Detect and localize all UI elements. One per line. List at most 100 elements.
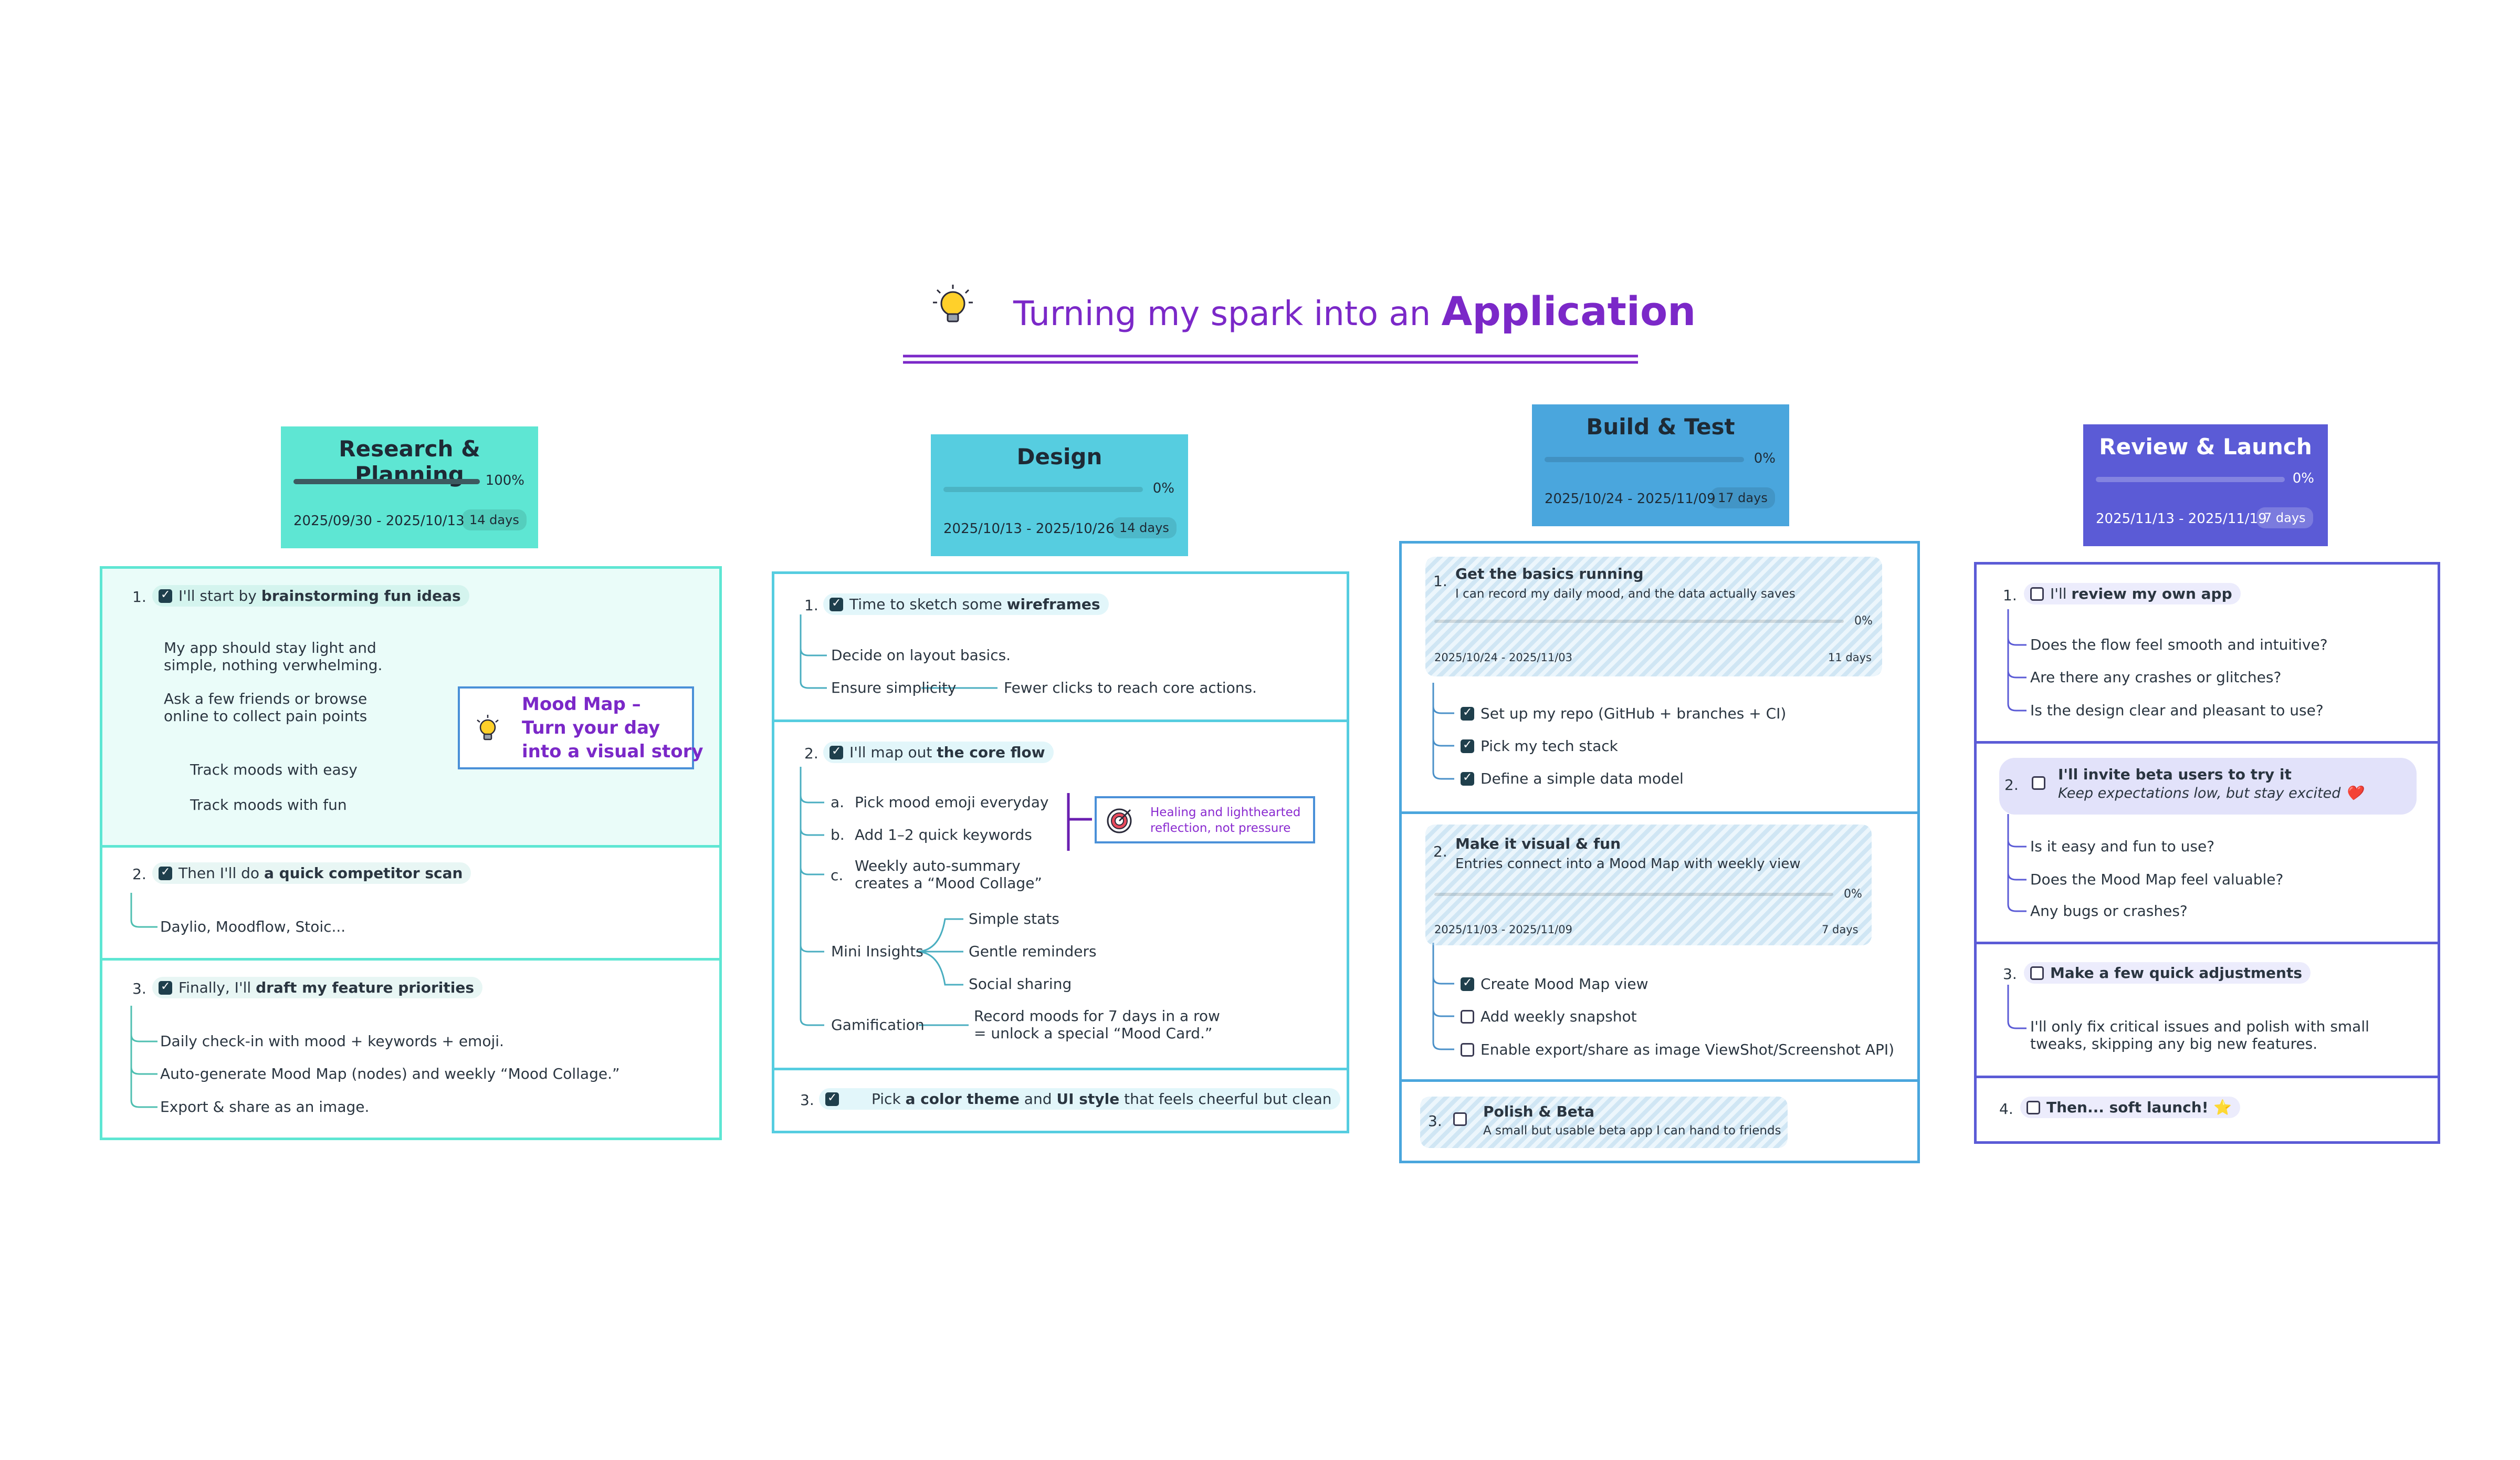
list-item: Auto-generate Mood Map (nodes) and weekl… xyxy=(160,1065,620,1082)
list-item: Gentle reminders xyxy=(969,943,1097,960)
task-quick-adjustments[interactable]: Make a few quick adjustments xyxy=(2024,962,2311,984)
list-marker: c. xyxy=(831,867,844,884)
checkbox-checked[interactable] xyxy=(830,597,843,611)
task-text: and xyxy=(1019,1090,1057,1108)
checkbox-checked[interactable] xyxy=(825,1091,839,1106)
checkbox-checked[interactable] xyxy=(159,588,172,603)
phase-name: Review & Launch xyxy=(2099,434,2312,460)
phase-days-badge: 17 days xyxy=(1710,487,1775,508)
list-item: Does the Mood Map feel valuable? xyxy=(2030,871,2284,888)
task-bold: draft my feature priorities xyxy=(256,979,475,996)
milestone-desc: A small but usable beta app I can hand t… xyxy=(1483,1124,1781,1138)
list-item: Does the flow feel smooth and intuitive? xyxy=(2030,636,2328,653)
task-beta-users[interactable] xyxy=(1999,758,2417,815)
list-item: My app should stay light and xyxy=(164,639,376,656)
list-item: = unlock a special “Mood Card.” xyxy=(974,1025,1213,1042)
task-bold: wireframes xyxy=(1006,596,1100,613)
task-bold: Make a few quick adjustments xyxy=(2050,964,2303,982)
phase-dates: 2025/10/24 - 2025/11/09 xyxy=(1545,491,1716,507)
task-text: I'll map out xyxy=(849,744,937,761)
phase-progress: 0% xyxy=(1152,481,1174,496)
list-item: Are there any crashes or glitches? xyxy=(2030,669,2282,686)
phase-days-badge: 14 days xyxy=(1112,517,1177,538)
task-review-app[interactable]: I'll review my own app xyxy=(2024,583,2241,604)
phase-header-research[interactable]: Research & Planning 100% 2025/09/30 - 20… xyxy=(281,426,538,548)
checkbox-unchecked[interactable] xyxy=(2030,587,2044,601)
checkbox-unchecked[interactable] xyxy=(2030,966,2044,980)
milestone-progress-bar xyxy=(1434,620,1844,623)
task-color-theme[interactable]: Pick a color theme and UI style that fee… xyxy=(819,1088,1340,1110)
callout-line: Mood Map – xyxy=(522,694,641,715)
checkbox-checked[interactable] xyxy=(1461,738,1474,753)
title-emphasis: Application xyxy=(1441,288,1696,335)
task-weekly-snapshot[interactable]: Add weekly snapshot xyxy=(1454,1006,1645,1027)
task-number: 4. xyxy=(1999,1100,2013,1118)
task-soft-launch[interactable]: Then... soft launch! ⭐ xyxy=(2020,1097,2241,1118)
checkbox-checked[interactable] xyxy=(159,865,172,880)
task-data-model[interactable]: Define a simple data model xyxy=(1454,768,1692,789)
phase-days-badge: 14 days xyxy=(462,509,527,530)
milestone-dates: 2025/10/24 - 2025/11/03 xyxy=(1434,651,1573,664)
milestone-title: Polish & Beta xyxy=(1483,1103,1595,1120)
review-card-4 xyxy=(1974,1076,2440,1144)
task-text: Pick xyxy=(872,1090,906,1108)
task-wireframes[interactable]: Time to sketch some wireframes xyxy=(823,593,1109,615)
checkbox-unchecked[interactable] xyxy=(2032,776,2045,790)
milestone-progress: 0% xyxy=(1854,614,1873,628)
milestone-days: 7 days xyxy=(1822,923,1858,936)
phase-dates: 2025/10/13 - 2025/10/26 xyxy=(943,521,1115,537)
checkbox-unchecked[interactable] xyxy=(2026,1101,2040,1114)
task-number: 3. xyxy=(800,1091,814,1109)
phase-header-review[interactable]: Review & Launch 0% 2025/11/13 - 2025/11/… xyxy=(2083,424,2328,546)
list-item: Mini Insights xyxy=(831,943,923,960)
checkbox-unchecked[interactable] xyxy=(1453,1112,1467,1126)
task-mood-map-view[interactable]: Create Mood Map view xyxy=(1454,973,1657,995)
task-text: Finally, I'll xyxy=(178,979,256,996)
phase-dates: 2025/09/30 - 2025/10/13 xyxy=(293,513,465,529)
list-item: Ensure simplicity xyxy=(831,679,957,696)
milestone-polish[interactable] xyxy=(1420,1097,1788,1148)
list-item: I'll only fix critical issues and polish… xyxy=(2030,1018,2369,1035)
checkbox-unchecked[interactable] xyxy=(1461,1043,1474,1057)
task-number: 3. xyxy=(1428,1112,1442,1130)
checkbox-checked[interactable] xyxy=(1461,771,1474,786)
phase-header-design[interactable]: Design 0% 2025/10/13 - 2025/10/26 14 day… xyxy=(931,434,1188,556)
task-number: 2. xyxy=(1433,843,1447,860)
list-item: Weekly auto-summary xyxy=(855,857,1021,874)
task-feature-priorities[interactable]: Finally, I'll draft my feature prioritie… xyxy=(152,977,483,998)
task-text: Then I'll do xyxy=(178,864,264,882)
task-number: 3. xyxy=(2003,965,2017,983)
milestone-progress-bar xyxy=(1434,893,1833,896)
design-card-3 xyxy=(772,1068,1349,1133)
list-marker: b. xyxy=(831,826,845,843)
phase-header-build[interactable]: Build & Test 0% 2025/10/24 - 2025/11/09 … xyxy=(1532,404,1789,526)
phase-progress: 100% xyxy=(485,473,524,488)
milestone-basics[interactable] xyxy=(1425,557,1882,676)
checkbox-checked[interactable] xyxy=(1461,976,1474,991)
checkbox-checked[interactable] xyxy=(1461,706,1474,721)
phase-name: Design xyxy=(1016,444,1102,470)
callout-line: reflection, not pressure xyxy=(1150,821,1291,835)
list-item: creates a “Mood Collage” xyxy=(855,874,1042,892)
callout-mood-map[interactable]: Mood Map – Turn your day into a visual s… xyxy=(458,686,704,769)
phase-days-badge: 7 days xyxy=(2256,507,2313,528)
task-text: Time to sketch some xyxy=(849,596,1007,613)
milestone-visual[interactable] xyxy=(1425,825,1872,945)
task-tech-stack[interactable]: Pick my tech stack xyxy=(1454,735,1626,757)
task-setup-repo[interactable]: Set up my repo (GitHub + branches + CI) xyxy=(1454,703,1794,724)
research-card-3 xyxy=(100,958,722,1140)
task-export-share[interactable]: Enable export/share as image ViewShot/Sc… xyxy=(1454,1039,1903,1060)
task-competitor-scan[interactable]: Then I'll do a quick competitor scan xyxy=(152,862,471,884)
task-number: 2. xyxy=(132,865,146,883)
checkbox-checked[interactable] xyxy=(159,980,172,995)
phase-progress: 0% xyxy=(1754,451,1776,466)
task-bold: review my own app xyxy=(2071,585,2232,602)
milestone-desc: I can record my daily mood, and the data… xyxy=(1455,587,1796,601)
task-brainstorm[interactable]: I'll start by brainstorming fun ideas xyxy=(152,585,469,607)
checkbox-unchecked[interactable] xyxy=(1461,1010,1474,1024)
callout-healing[interactable]: Healing and lighthearted reflection, not… xyxy=(1095,796,1315,843)
list-item: Track moods with easy xyxy=(190,761,358,778)
checkbox-checked[interactable] xyxy=(830,745,843,759)
task-core-flow[interactable]: I'll map out the core flow xyxy=(823,742,1054,763)
task-bold: a color theme xyxy=(905,1090,1020,1108)
